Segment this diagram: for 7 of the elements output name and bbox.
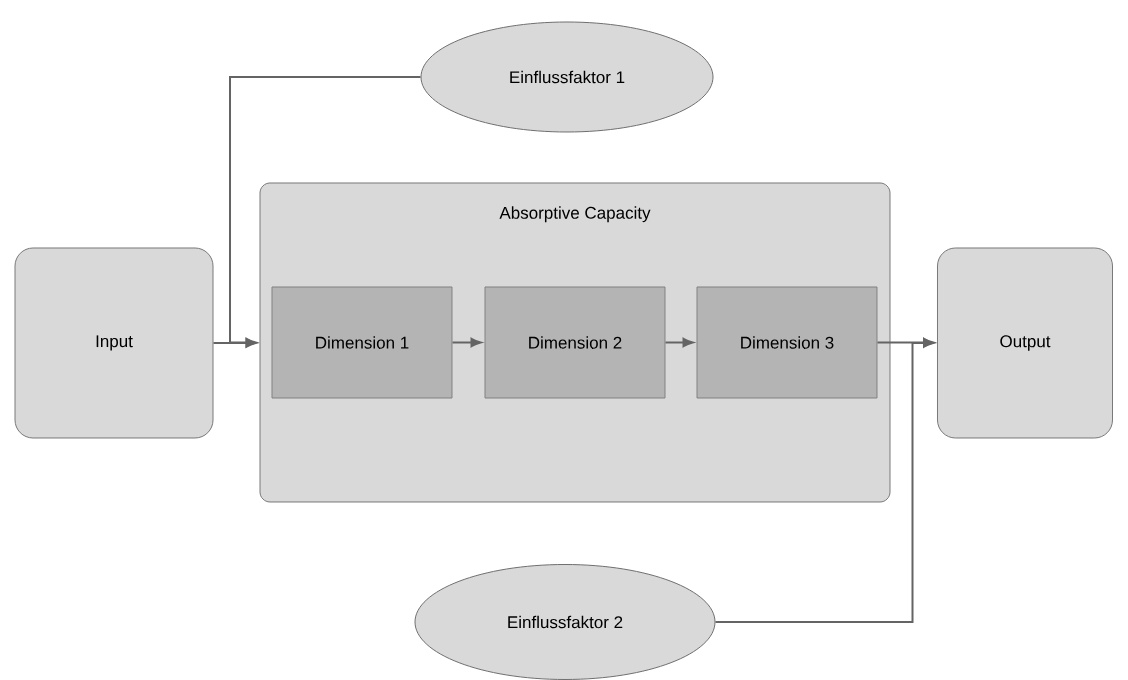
arrow <box>229 76 422 348</box>
process-box: Output <box>937 247 1113 439</box>
arrow <box>714 338 935 623</box>
process-box: Input <box>14 247 214 439</box>
dimension-box: Dimension 3 <box>696 286 878 399</box>
dimension-box: Dimension 1 <box>271 286 453 399</box>
dimension-box: Dimension 2 <box>484 286 666 399</box>
